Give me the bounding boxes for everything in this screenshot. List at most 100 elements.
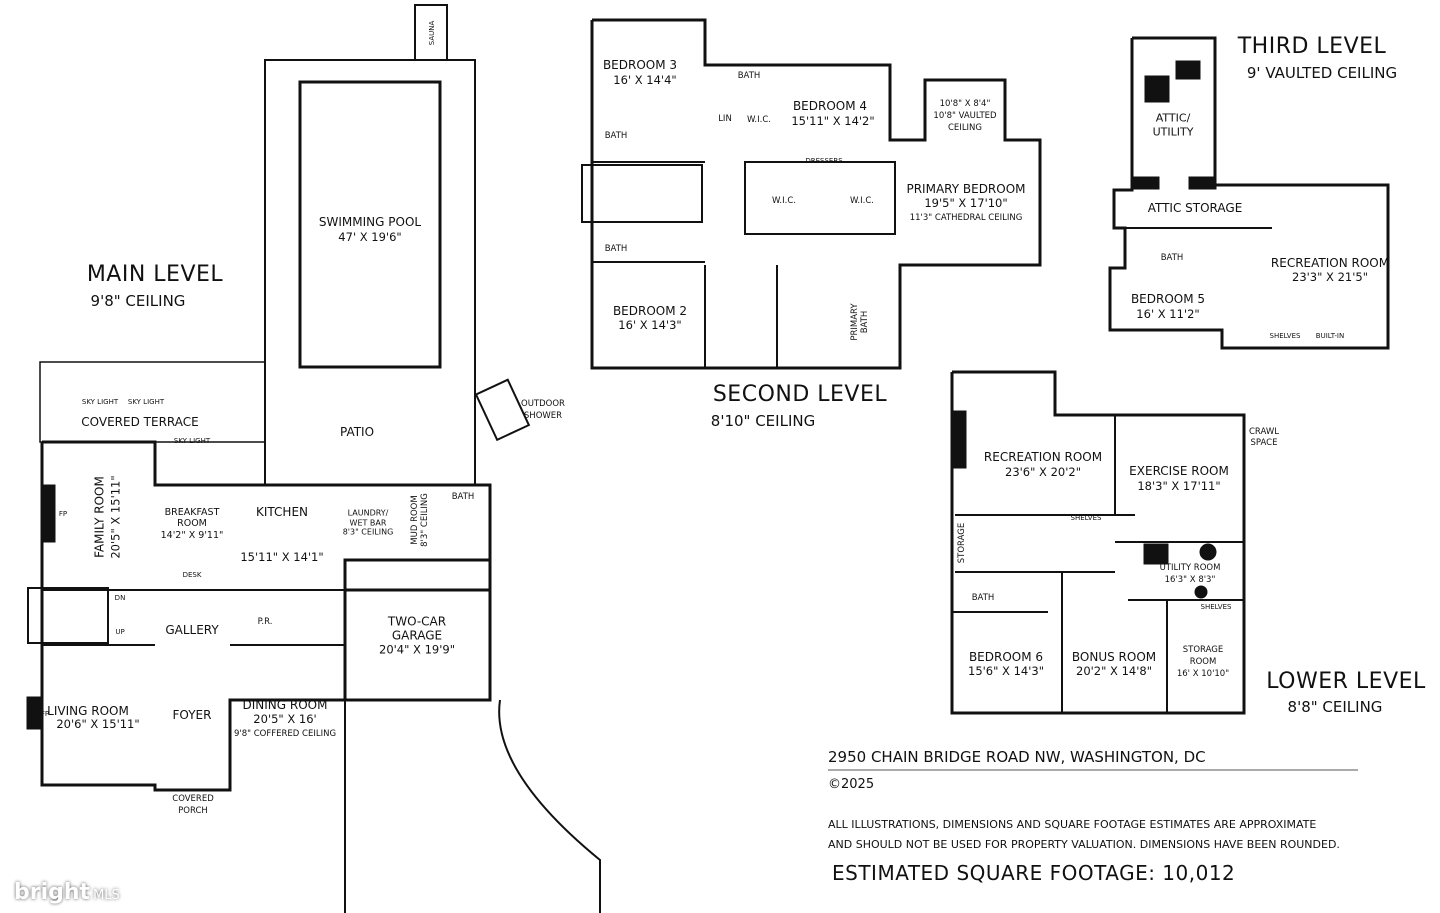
copyright: ©2025 <box>828 777 875 792</box>
lower-shelves-label: SHELVES <box>1070 513 1102 522</box>
third-level-walls <box>1108 36 1390 350</box>
bay-note: 10'8" VAULTED <box>933 110 997 121</box>
sauna-label: SAUNA <box>427 20 436 46</box>
main-level-ceiling: 9'8" CEILING <box>90 292 186 310</box>
lower-bath-label: BATH <box>971 592 995 603</box>
kitchen-label: KITCHEN <box>256 504 308 519</box>
garage-dims: 20'4" X 19'9" <box>379 642 455 657</box>
storage-room-label: STORAGE <box>1182 644 1224 655</box>
bay-note-2: CEILING <box>948 122 982 133</box>
outdoor-shower-label: OUTDOOR <box>521 398 565 409</box>
outdoor-shower <box>474 378 531 442</box>
garage-walls <box>343 558 492 702</box>
bedroom6-dims: 15'6" X 14'3" <box>968 664 1044 679</box>
desk-label: DESK <box>182 570 202 579</box>
sky-light-label: SKY LIGHT <box>127 397 165 406</box>
bay-dims: 10'8" X 8'4" <box>939 98 991 109</box>
storage-room-dims: 16' X 10'10" <box>1176 668 1230 679</box>
attic-utility-label: ATTIC/ <box>1155 111 1191 125</box>
sky-light-label: SKY LIGHT <box>173 436 211 445</box>
storage-label: STORAGE <box>956 522 967 564</box>
breakfast-name: BREAKFAST <box>164 506 220 518</box>
crawl-space-label-2: SPACE <box>1250 437 1278 448</box>
outdoor-shower-label-2: SHOWER <box>523 410 563 421</box>
exercise-room-dims: 18'3" X 17'11" <box>1137 479 1221 494</box>
lower-recreation-label: RECREATION ROOM <box>983 449 1103 464</box>
sky-light-label: SKY LIGHT <box>81 397 119 406</box>
disclaimer-line-2: AND SHOULD NOT BE USED FOR PROPERTY VALU… <box>828 838 1340 851</box>
second-level-ceiling: 8'10" CEILING <box>710 412 816 430</box>
third-recreation-label: RECREATION ROOM <box>1270 255 1390 270</box>
watermark-brand: bright <box>14 880 91 905</box>
square-footage: ESTIMATED SQUARE FOOTAGE: 10,012 <box>832 861 1236 885</box>
family-room-dims: 20'5" X 15'11" <box>108 475 123 559</box>
bath-c-label: BATH <box>604 243 628 254</box>
kitchen-dims: 15'11" X 14'1" <box>240 550 324 565</box>
shelves-label: SHELVES <box>1269 331 1301 340</box>
linen-label: LIN <box>718 113 732 124</box>
attic-utility-label-2: UTILITY <box>1152 125 1194 139</box>
laundry-name: LAUNDRY/ <box>347 508 389 518</box>
third-level-title: THIRD LEVEL <box>1237 33 1387 59</box>
built-in-label: BUILT-IN <box>1315 331 1345 340</box>
pool-label: SWIMMING POOL <box>318 214 422 229</box>
powder-room-label: P.R. <box>257 616 273 627</box>
sauna <box>414 4 448 61</box>
breakfast-name-2: ROOM <box>177 518 207 530</box>
laundry-name-2: WET BAR <box>349 518 387 528</box>
swimming-pool <box>298 80 442 369</box>
bedroom5-label: BEDROOM 5 <box>1130 291 1206 306</box>
third-bath-label: BATH <box>1160 252 1184 263</box>
lower-level-title: LOWER LEVEL <box>1266 668 1426 694</box>
third-recreation-dims: 23'3" X 21'5" <box>1292 270 1368 285</box>
mud-room-name: MUD ROOM <box>409 495 420 545</box>
bonus-room-label: BONUS ROOM <box>1071 649 1157 664</box>
patio-label: PATIO <box>336 424 378 440</box>
crawl-space-label: CRAWL <box>1249 426 1279 437</box>
wic-label: W.I.C. <box>850 195 874 206</box>
pool-deck <box>264 59 476 486</box>
lower-level-ceiling: 8'8" CEILING <box>1287 698 1383 716</box>
bath-a-label: BATH <box>737 70 761 81</box>
main-level-title: MAIN LEVEL <box>86 261 224 287</box>
bedroom4-dims: 15'11" X 14'2" <box>791 114 875 129</box>
fireplace-label: FP <box>58 509 68 518</box>
bedroom2-label: BEDROOM 2 <box>612 303 688 318</box>
utility-room-label: UTILITY ROOM <box>1159 562 1221 573</box>
disclaimer-line-1: ALL ILLUSTRATIONS, DIMENSIONS AND SQUARE… <box>828 818 1317 831</box>
living-room-dims: 20'6" X 15'11" <box>56 717 140 732</box>
dining-room-dims: 20'5" X 16' <box>253 712 317 727</box>
garage-name-2: GARAGE <box>391 629 443 644</box>
foyer-label: FOYER <box>172 707 212 722</box>
dressers-label: DRESSERS <box>805 156 843 165</box>
dining-room-note: 9'8" COFFERED CEILING <box>233 728 337 739</box>
breakfast-dims: 14'2" X 9'11" <box>160 529 224 541</box>
main-stair <box>27 587 109 644</box>
wic-label: W.I.C. <box>747 114 771 125</box>
bedroom4-label: BEDROOM 4 <box>792 98 868 113</box>
third-level-ceiling: 9' VAULTED CEILING <box>1246 64 1398 82</box>
attic-storage-label: ATTIC STORAGE <box>1147 200 1243 215</box>
utility-room-dims: 16'3" X 8'3" <box>1164 574 1216 585</box>
laundry-note: 8'3" CEILING <box>342 527 394 537</box>
primary-bedroom-label: PRIMARY BEDROOM <box>906 181 1026 196</box>
main-bath-label: BATH <box>451 491 475 502</box>
bedroom2-dims: 16' X 14'3" <box>618 318 682 333</box>
primary-bath-label: PRIMARY BATH <box>849 303 870 341</box>
bedroom5-dims: 16' X 11'2" <box>1136 307 1200 322</box>
primary-bedroom-note: 11'3" CATHEDRAL CEILING <box>909 212 1023 223</box>
bath-b-label: BATH <box>604 130 628 141</box>
second-level-walls <box>590 18 1042 370</box>
gallery-label: GALLERY <box>165 622 219 637</box>
pool-dims: 47' X 19'6" <box>338 230 402 245</box>
living-room-label: LIVING ROOM <box>47 703 129 718</box>
primary-bedroom-dims: 19'5" X 17'10" <box>924 196 1008 211</box>
bedroom3-label: BEDROOM 3 <box>602 57 678 72</box>
